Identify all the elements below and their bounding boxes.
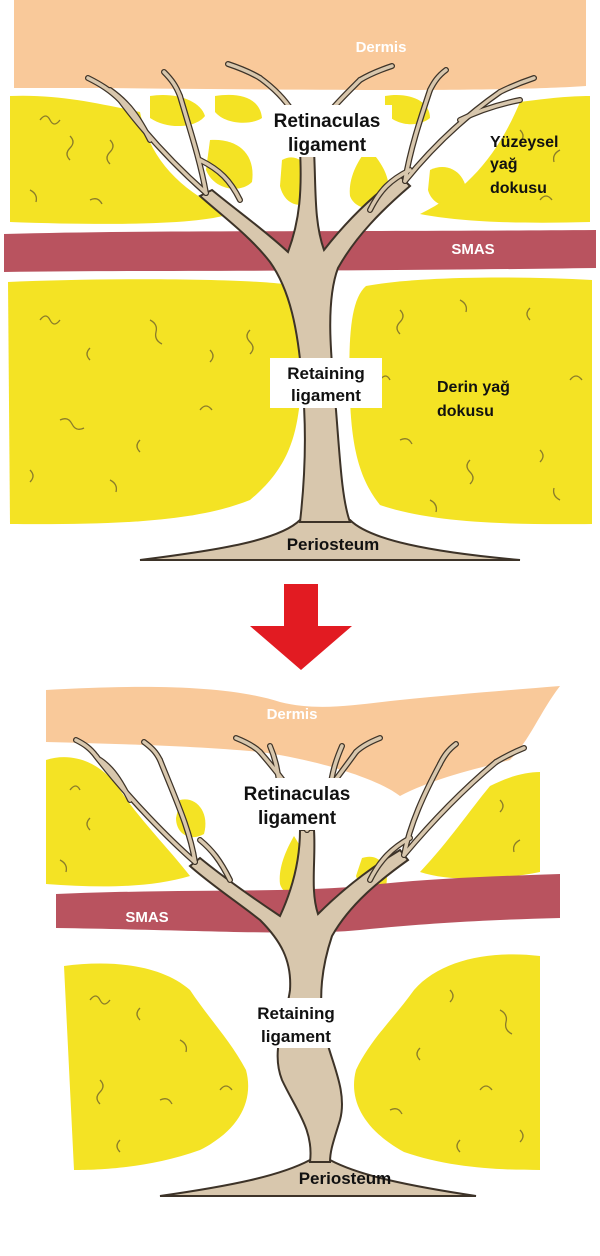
label-retaining-top-line2: ligament <box>291 386 361 405</box>
ligament-branches-bottom-fill <box>74 736 526 882</box>
label-bg-retinacula-top <box>262 105 392 157</box>
label-periosteum-bottom: Periosteum <box>299 1169 392 1188</box>
superficial-fat-right-bottom <box>420 772 540 879</box>
deep-fat-left-bottom <box>64 963 249 1170</box>
label-retinacula-top-line1: Retinaculas <box>274 111 381 132</box>
superficial-fat-left-bottom <box>46 757 190 887</box>
label-dermis-bottom: Dermis <box>267 706 318 723</box>
superficial-fat-pocket-top <box>215 94 262 123</box>
label-bg-retinacula-bottom <box>233 778 361 830</box>
label-retinacula-top-line2: ligament <box>288 135 367 156</box>
dermis-band-top <box>14 0 586 90</box>
label-superficial-fat-line3: dokusu <box>490 180 547 197</box>
label-retaining-top-line1: Retaining <box>287 364 364 383</box>
fat-texture-bottom <box>59 785 524 1153</box>
label-superficial-fat-line2: yağ <box>490 156 518 173</box>
label-deep-fat-line1: Derin yağ <box>437 379 510 396</box>
panel-before: Dermis Retinaculas ligament Yüzeysel yağ… <box>4 0 596 561</box>
label-dermis-top: Dermis <box>356 39 407 56</box>
label-bg-retaining-top <box>270 358 382 408</box>
deep-fat-right-bottom <box>354 954 540 1170</box>
label-deep-fat-line2: dokusu <box>437 403 494 420</box>
label-smas-top: SMAS <box>451 241 494 258</box>
label-retaining-bottom-line1: Retaining <box>257 1004 334 1023</box>
panel-after: Dermis Retinaculas ligament SMAS Retaini… <box>46 686 560 1197</box>
deep-fat-right-top <box>349 277 592 525</box>
down-arrow <box>250 584 352 670</box>
superficial-fat-left-top <box>10 95 230 224</box>
label-bg-retaining-bottom <box>240 998 352 1048</box>
dermis-band-bottom <box>46 686 560 796</box>
label-retaining-bottom-line2: ligament <box>261 1027 331 1046</box>
deep-fat-left-top <box>8 279 303 525</box>
superficial-fat-pocket-top <box>206 139 253 189</box>
label-smas-bottom: SMAS <box>125 909 168 926</box>
superficial-fat-right-top <box>420 96 590 223</box>
superficial-fat-pocket-top <box>150 94 205 127</box>
label-periosteum-top: Periosteum <box>287 535 380 554</box>
label-retinacula-bottom-line1: Retinaculas <box>244 784 351 805</box>
label-retinacula-bottom-line2: ligament <box>258 808 337 829</box>
ligament-branches-top-fill <box>86 62 536 212</box>
label-superficial-fat-line1: Yüzeysel <box>490 134 558 151</box>
